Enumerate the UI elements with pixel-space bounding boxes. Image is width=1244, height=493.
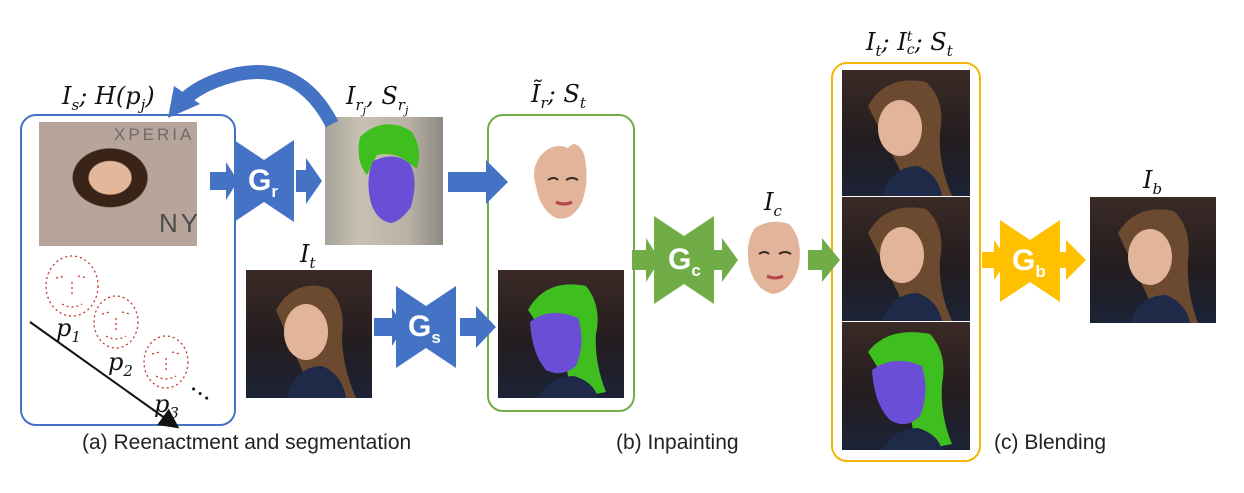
brand-text-bottom: NY — [159, 208, 197, 238]
label-completed: Ic — [764, 188, 782, 220]
arrow-gr-to-reenacted — [296, 158, 322, 204]
caption-inpainting: (b) Inpainting — [616, 431, 739, 454]
reenacted-image — [325, 117, 443, 245]
arrow-blend-to-gb — [982, 240, 1008, 280]
arrow-completed-to-blend — [808, 238, 840, 282]
arrow-inpaint-to-gc — [632, 238, 660, 282]
reenactment-panel — [20, 114, 236, 426]
network-gr-label: Gr — [248, 164, 278, 201]
arrow-source-to-gr — [210, 162, 238, 200]
label-p2: p2 — [108, 348, 133, 380]
face-mask-shape — [368, 156, 415, 223]
label-reenacted: Irj, Srj — [346, 82, 409, 117]
network-gb-label: Gb — [1012, 244, 1046, 281]
landmark-face-2 — [93, 295, 139, 349]
blended-output-portrait — [1118, 209, 1198, 323]
blend-completed-portrait — [868, 207, 952, 321]
network-gc-label: Gc — [668, 243, 701, 280]
network-gs-shape — [396, 286, 456, 368]
caption-reenactment: (a) Reenactment and segmentation — [82, 431, 412, 454]
landmark-sequence-arrow — [29, 321, 180, 429]
face-crop-shape — [534, 144, 587, 219]
target-segmentation-overlay — [528, 284, 606, 398]
label-source: Is; H(pj) — [62, 82, 155, 114]
feedback-curved-arrow — [181, 65, 339, 128]
label-blended: Ib — [1143, 166, 1163, 198]
network-gb-shape — [1000, 220, 1060, 302]
arrow-gs-to-segmentation — [460, 306, 496, 348]
blend-segmentation-image — [842, 322, 970, 450]
network-gs-label: Gs — [408, 310, 441, 347]
feedback-arrow-head — [168, 86, 200, 118]
label-inpaint-input: Ĩr; St — [531, 80, 586, 112]
caption-blending: (c) Blending — [994, 431, 1107, 454]
label-p3: p3 — [154, 390, 179, 422]
completed-face-shape — [747, 221, 800, 294]
label-target: It — [300, 240, 316, 272]
landmark-face-3 — [143, 335, 189, 389]
arrow-reenacted-to-face — [448, 160, 508, 204]
target-segmentation-image — [498, 270, 624, 398]
face-crop-image — [526, 140, 596, 224]
label-p1: p1 — [56, 314, 81, 346]
blend-target-portrait — [868, 80, 952, 196]
arrow-gb-to-output — [1054, 240, 1086, 280]
blend-target-image — [842, 70, 970, 196]
network-gc-shape — [654, 216, 714, 304]
source-image: XPERIA NY — [39, 122, 197, 246]
network-gr-shape — [234, 140, 294, 222]
reenacted-segmentation — [358, 124, 419, 223]
arrow-gc-to-completed — [712, 238, 738, 282]
completed-face-image — [741, 218, 807, 298]
target-image — [246, 270, 372, 398]
blend-completed-image — [842, 197, 970, 321]
brand-text-top: XPERIA — [114, 125, 195, 144]
hair-mask-shape — [358, 124, 419, 175]
landmark-face-1 — [45, 255, 99, 317]
blended-output-image — [1090, 197, 1216, 323]
blend-segmentation-overlay — [868, 332, 952, 450]
target-portrait — [276, 285, 356, 398]
